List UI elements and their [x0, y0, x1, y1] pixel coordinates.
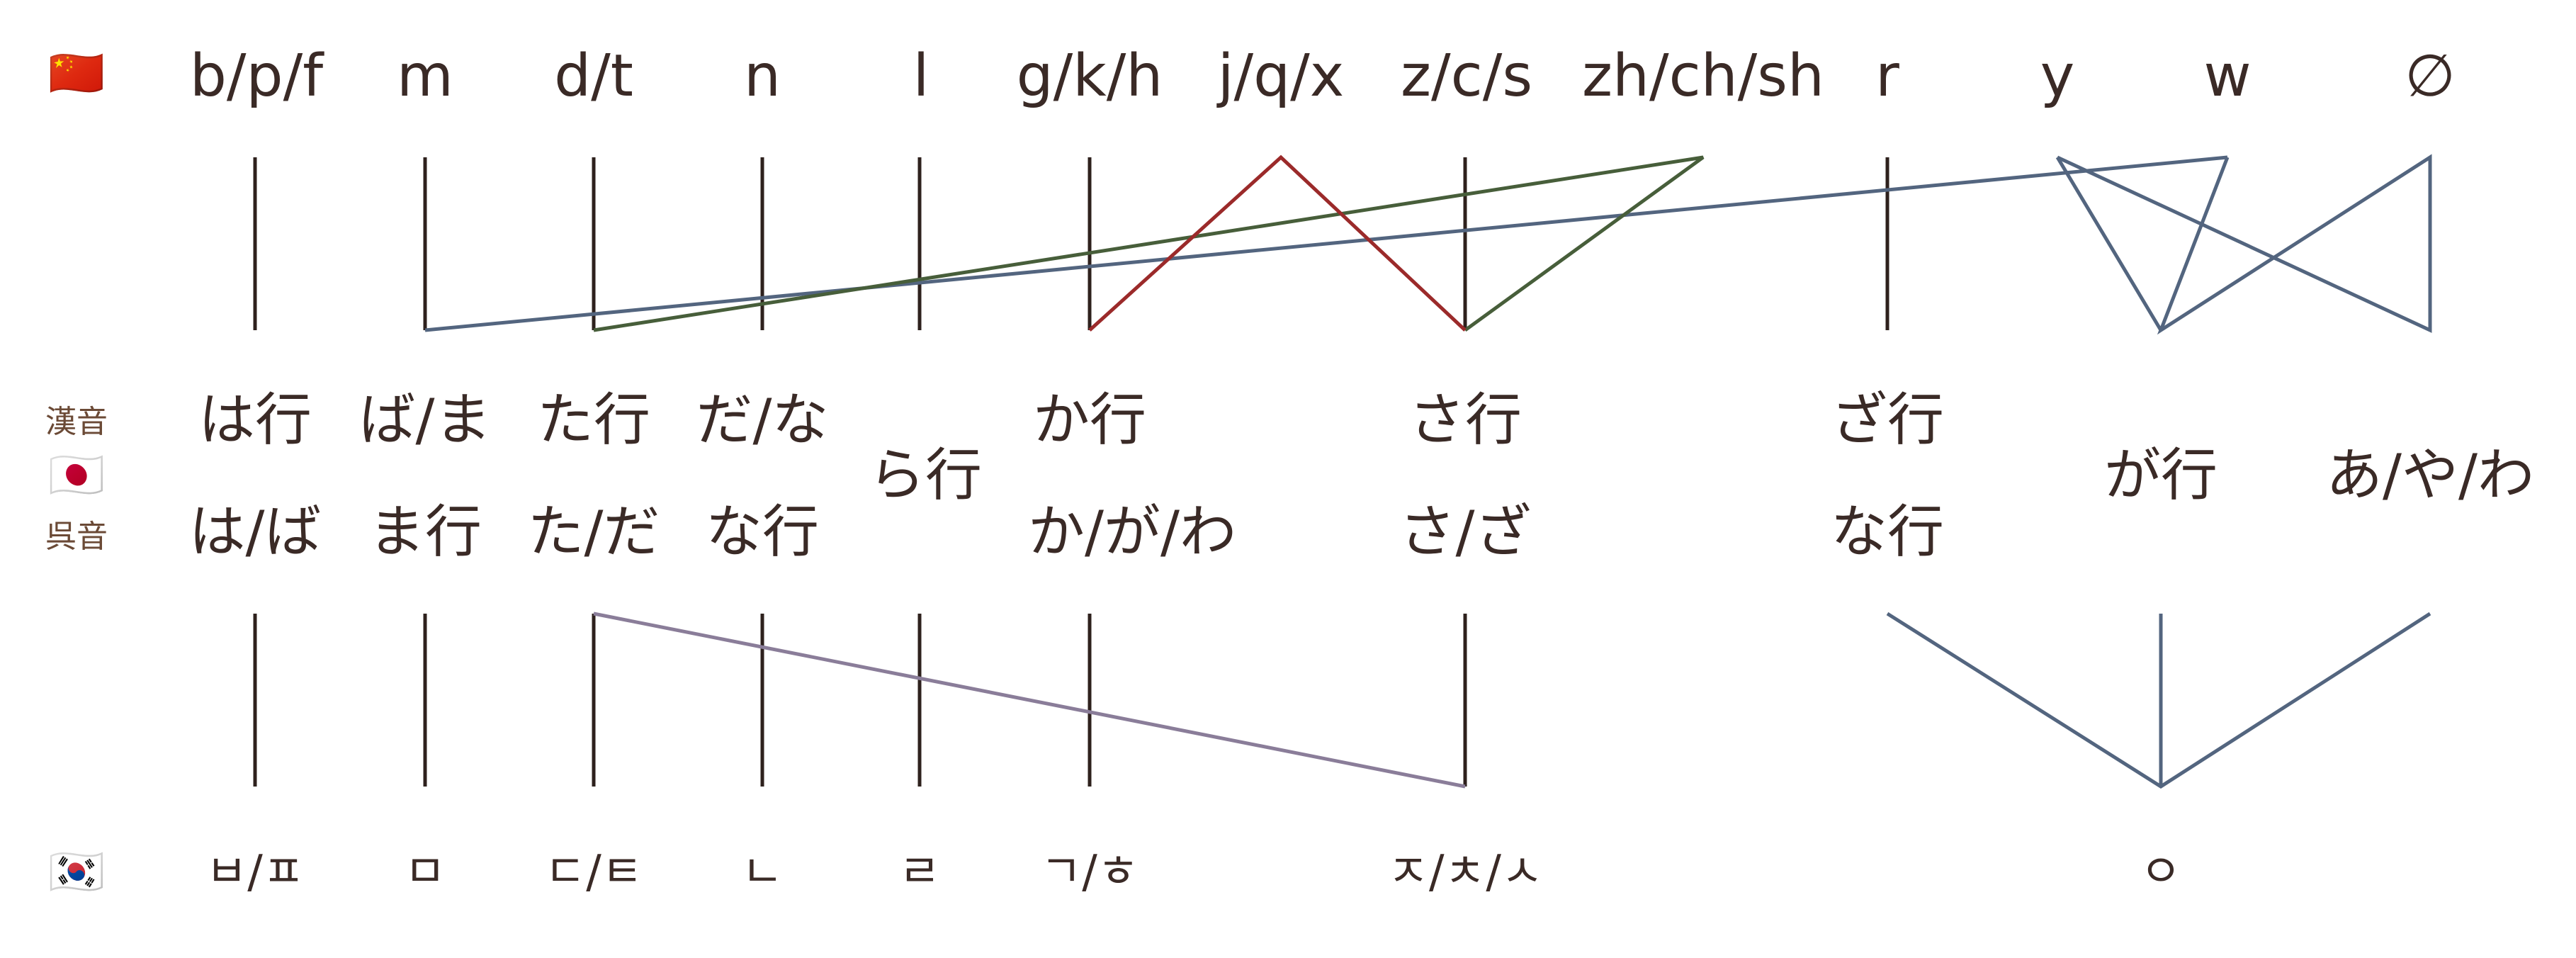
korean-initials-row: ㅂ/ㅍ ㅁ ㄷ/ㅌ ㄴ ㄹ ㄱ/ㅎ ㅈ/ㅊ/ㅅ ㅇ [205, 846, 2181, 898]
ja-kan-on: た行 [537, 387, 650, 453]
m-to-w-mapping-line [424, 155, 2228, 332]
kan-on-label: 漢音 [45, 404, 108, 440]
zh-initial: m [397, 43, 453, 110]
ja-kan-on: さ行 [1408, 387, 1522, 453]
japan-flag-icon: 🇯🇵 [48, 449, 105, 502]
korean-mapping-line [593, 612, 1466, 789]
chinese-japanese-connectors [253, 154, 2432, 335]
japanese-single-row: ら行 が行 あ/や/わ [869, 442, 2534, 508]
korea-flag-icon: 🇰🇷 [48, 846, 105, 898]
china-flag-icon: 🇨🇳 [48, 47, 105, 100]
zh-initial: w [2203, 43, 2251, 110]
ja-single: あ/や/わ [2326, 442, 2534, 508]
ko-initial: ㅁ [405, 846, 446, 898]
ja-single: が行 [2104, 442, 2218, 508]
ja-go-on: な行 [1831, 499, 1944, 565]
ja-kan-on: か行 [1033, 387, 1146, 453]
chinese-initials-row: b/p/f m d/t n l g/k/h j/q/x z/c/s zh/ch/… [190, 43, 2456, 110]
zh-initial: g/k/h [1017, 43, 1163, 110]
zh-initial: zh/ch/sh [1582, 43, 1824, 110]
ja-kan-on: ざ行 [1831, 387, 1944, 453]
japanese-korean-connectors [253, 612, 2431, 789]
semivowel-mapping-line [2056, 154, 2432, 335]
ja-kan-on: ば/ま [359, 387, 492, 453]
ja-go-on: は/ば [189, 499, 322, 565]
jqx-mapping-line [1088, 154, 1467, 332]
ja-go-on: か/が/わ [1028, 499, 1236, 565]
japanese-kan-on-row: は行 ば/ま た行 だ/な か行 さ行 ざ行 [198, 387, 1944, 453]
zh-initial: d/t [554, 43, 633, 110]
ja-kan-on: は行 [198, 387, 312, 453]
ko-initial: ㄷ/ㅌ [544, 846, 643, 898]
ko-initial: ㄱ/ㅎ [1040, 846, 1139, 898]
ja-single: ら行 [869, 442, 982, 508]
zh-initial: z/c/s [1401, 43, 1532, 110]
ieung-mapping-line [1886, 612, 2431, 789]
ko-initial: ㅇ [2140, 846, 2182, 898]
semivowel-mapping-line [2055, 156, 2163, 332]
ja-go-on: た/だ [528, 499, 660, 565]
zh-initial: j/q/x [1216, 43, 1345, 110]
ja-go-on: ま行 [368, 499, 482, 565]
zh-initial: b/p/f [190, 43, 324, 110]
ja-go-on: な行 [706, 499, 819, 565]
ko-initial: ㅈ/ㅊ/ㅅ [1387, 846, 1543, 898]
ko-initial: ㅂ/ㅍ [205, 846, 304, 898]
ja-go-on: さ/ざ [1399, 499, 1532, 565]
zh-initial: n [744, 43, 781, 110]
zh-initial: l [913, 43, 930, 110]
go-on-label: 呉音 [45, 519, 108, 555]
zh-initial: r [1875, 43, 1899, 110]
zh-initial: y [2040, 43, 2075, 110]
zhchsh-mapping-line [593, 155, 1705, 332]
ko-initial: ㄹ [899, 846, 941, 898]
zh-initial: ∅ [2405, 43, 2455, 110]
ko-initial: ㄴ [742, 846, 784, 898]
ja-kan-on: だ/な [696, 387, 829, 453]
japanese-go-on-row: は/ば ま行 た/だ な行 か/が/わ さ/ざ な行 [189, 499, 1944, 565]
